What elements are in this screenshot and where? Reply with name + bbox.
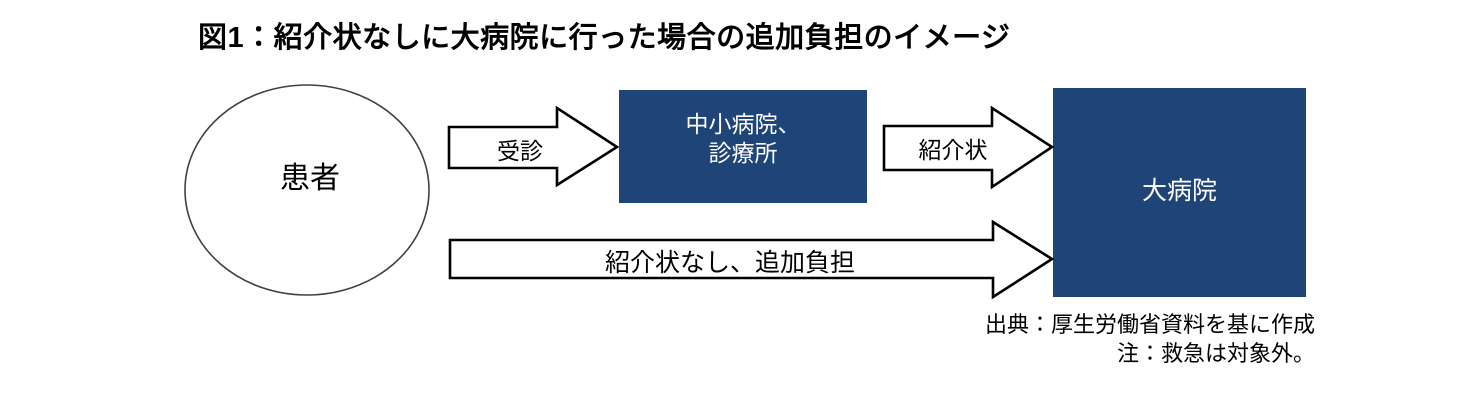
page-title: 図1：紹介状なしに大病院に行った場合の追加負担のイメージ bbox=[198, 22, 1011, 54]
node-big-hospital-shape bbox=[1053, 88, 1306, 297]
node-big-hospital-label: 大病院 bbox=[1141, 177, 1217, 205]
node-clinic-shape bbox=[619, 90, 867, 203]
footer-notes: 出典：厚生労働省資料を基に作成 注：救急は対象外。 bbox=[985, 310, 1315, 369]
node-clinic-label: 中小病院、 診療所 bbox=[619, 110, 867, 169]
node-clinic-label-line1: 中小病院、 bbox=[685, 111, 801, 137]
arrow-consult-label: 受診 bbox=[497, 138, 543, 164]
node-patient-label: 患者 bbox=[280, 162, 340, 195]
exclusion-note: 注：救急は対象外。 bbox=[1116, 341, 1315, 367]
arrow-no-referral-label: 紹介状なし、追加負担 bbox=[604, 249, 855, 277]
source-note: 出典：厚生労働省資料を基に作成 bbox=[984, 312, 1315, 337]
node-patient-shape bbox=[184, 84, 430, 296]
arrow-referral-label: 紹介状 bbox=[918, 137, 988, 163]
arrow-consult-shape bbox=[447, 105, 620, 188]
arrow-no-referral-shape bbox=[448, 219, 1055, 300]
node-clinic-label-line2: 診療所 bbox=[708, 140, 778, 167]
arrow-referral-shape bbox=[882, 105, 1055, 190]
